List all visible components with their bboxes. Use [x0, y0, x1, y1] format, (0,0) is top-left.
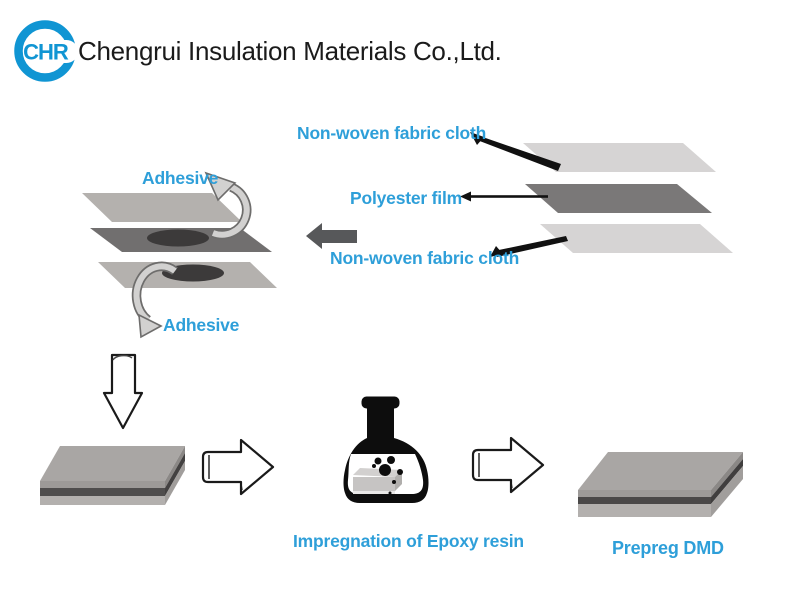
- pointer-line-bottom: [490, 236, 568, 257]
- adhesive-spot-bottom: [162, 264, 224, 282]
- material-layers-group: [523, 143, 733, 253]
- right-arrow-1: [201, 438, 275, 496]
- flask-bubbles: [372, 456, 403, 495]
- label-pointer-lines: [460, 132, 568, 257]
- chr-logo: CHR: [14, 20, 78, 82]
- right-arrow-2: [471, 436, 545, 494]
- label-impregnation: Impregnation of Epoxy resin: [293, 531, 524, 551]
- polyester-film-layer: [525, 184, 712, 213]
- curved-arrow-bottom: [131, 261, 178, 339]
- label-nonwoven-bottom: Non-woven fabric cloth: [330, 248, 520, 268]
- label-adhesive-top: Adhesive: [142, 168, 219, 188]
- label-prepreg-dmd: Prepreg DMD: [612, 538, 724, 558]
- curved-arrow-top: [204, 171, 252, 240]
- left-arrow: [306, 223, 357, 249]
- label-polyester-film: Polyester film: [350, 188, 462, 208]
- nonwoven-layer-bottom: [540, 224, 733, 253]
- label-adhesive-bottom: Adhesive: [163, 315, 240, 335]
- down-arrow: [102, 353, 144, 430]
- pointer-line-middle: [460, 191, 548, 202]
- stack-layer-top: [82, 193, 242, 222]
- label-nonwoven-top: Non-woven fabric cloth: [297, 123, 487, 143]
- nonwoven-layer-top: [523, 143, 716, 172]
- pointer-line-top: [470, 132, 561, 171]
- prepreg-dmd-block: [578, 452, 743, 517]
- company-title: Chengrui Insulation Materials Co.,Ltd.: [78, 36, 502, 66]
- flask-icon: [343, 396, 429, 503]
- dmd-block: [40, 446, 185, 505]
- adhesive-spot-middle: [147, 229, 209, 247]
- logo-text: CHR: [23, 40, 69, 65]
